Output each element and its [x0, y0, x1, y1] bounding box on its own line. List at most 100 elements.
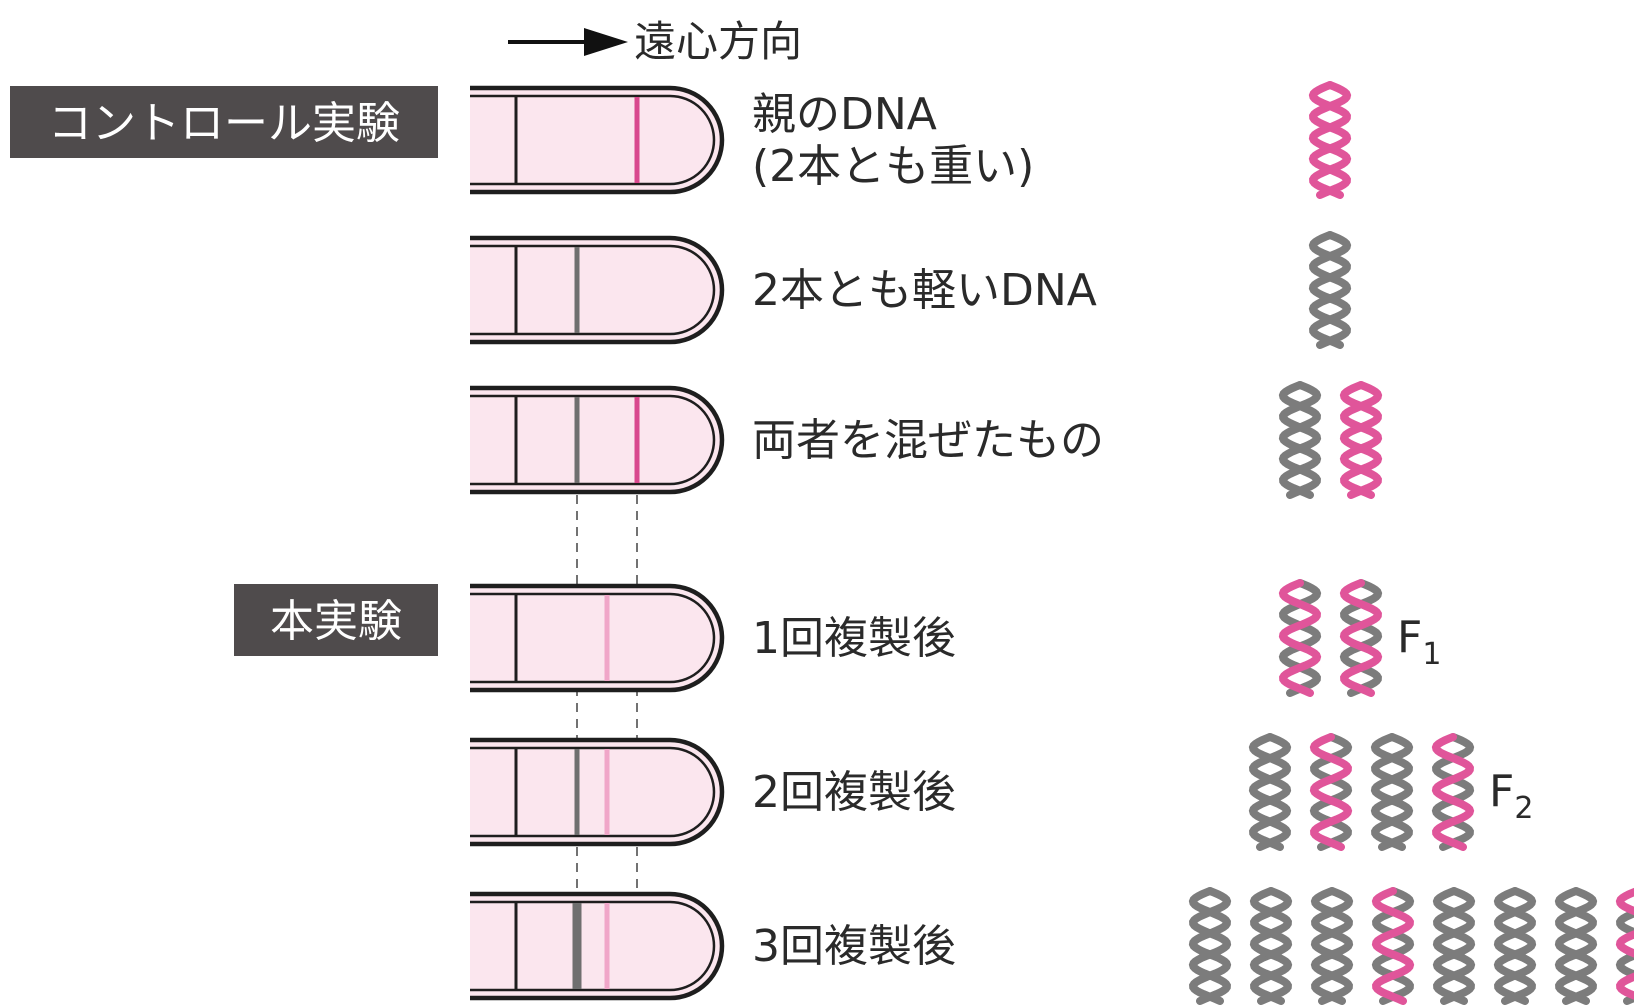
- dna-molecule-light: [1310, 887, 1354, 1005]
- dna-molecule-hybrid: [1278, 579, 1322, 697]
- dna-molecule-light: [1308, 231, 1352, 349]
- dna-molecules: [1308, 231, 1352, 349]
- dna-strand: [1188, 887, 1232, 1005]
- row-mixed: 両者を混ぜたもの: [470, 381, 1383, 499]
- dna-strand: [1339, 381, 1383, 499]
- generation-label: F2: [1489, 766, 1533, 826]
- tube-inner-wall: [470, 244, 716, 336]
- dna-strand: [1308, 81, 1352, 199]
- main-section-label: 本実験: [234, 584, 438, 656]
- dna-molecule-heavy: [1339, 381, 1383, 499]
- dna-strand: [1310, 887, 1354, 1005]
- tube-inner-wall: [470, 94, 716, 186]
- row-label-line: 両者を混ぜたもの: [752, 415, 1104, 466]
- dna-strand: [1308, 231, 1352, 349]
- dna-strand: [1309, 733, 1353, 851]
- row-gen1: 1回複製後 F1: [470, 579, 1441, 697]
- dna-molecule-light: [1432, 887, 1476, 1005]
- row-label-line: (2本とも重い): [752, 141, 1034, 192]
- tube-inner-wall: [470, 746, 716, 838]
- dna-molecules: [1278, 381, 1383, 499]
- dna-strand: [1370, 733, 1414, 851]
- dna-strand: [1278, 381, 1322, 499]
- dna-strand: [1249, 887, 1293, 1005]
- dna-molecule-hybrid: [1339, 579, 1383, 697]
- dna-strand: [1493, 887, 1537, 1005]
- dna-strand: [1310, 887, 1354, 1005]
- tube-fill: [470, 388, 722, 492]
- row-label-line: 2本とも軽いDNA: [752, 265, 1097, 316]
- tube-fill: [470, 88, 722, 192]
- dna-strand: [1371, 887, 1415, 1005]
- centrifuge-tube: [470, 235, 725, 345]
- dna-molecules: [1278, 579, 1383, 697]
- row-light: 2本とも軽いDNA: [470, 231, 1352, 349]
- dna-strand: [1278, 579, 1322, 697]
- main-label-text: 本実験: [270, 596, 402, 647]
- dna-molecule-hybrid: [1371, 887, 1415, 1005]
- dna-strand: [1278, 579, 1322, 697]
- row-label-line: 1回複製後: [752, 613, 956, 664]
- dna-molecules: [1308, 81, 1352, 199]
- tube-fill: [470, 740, 722, 844]
- centrifuge-tube: [470, 583, 725, 693]
- dna-strand: [1339, 579, 1383, 697]
- rows: 親のDNA(2本とも重い) 2本とも軽いDNA 両者を混ぜたもの 1回複製後 F1 2回複…: [470, 81, 1634, 1005]
- dna-strand: [1615, 887, 1634, 1000]
- control-label-text: コントロール実験: [48, 98, 400, 149]
- centrifuge-tube: [470, 385, 725, 495]
- direction-arrow: 遠心方向: [508, 17, 802, 66]
- tube-fill: [470, 894, 722, 998]
- dna-molecule-hybrid: [1309, 733, 1353, 851]
- dna-strand: [1249, 887, 1293, 1005]
- tube-inner-wall: [470, 592, 716, 684]
- dna-strand: [1188, 887, 1232, 1005]
- control-label-box: [10, 86, 438, 158]
- arrow-head: [584, 28, 628, 56]
- dna-molecule-hybrid: [1615, 887, 1634, 1005]
- row-label-line: 2回複製後: [752, 767, 956, 818]
- dna-molecule-light: [1249, 887, 1293, 1005]
- tube-outline: [470, 385, 725, 495]
- dna-molecules: [1248, 733, 1475, 851]
- dna-molecule-light: [1554, 887, 1598, 1005]
- tube-inner-wall: [470, 900, 716, 992]
- row-gen3: 3回複製後F3: [470, 887, 1634, 1005]
- row-parent: 親のDNA(2本とも重い): [470, 81, 1352, 199]
- dna-strand: [1248, 733, 1292, 851]
- dna-molecule-light: [1278, 381, 1322, 499]
- control-section-label: コントロール実験: [10, 86, 438, 158]
- dna-molecule-heavy: [1308, 81, 1352, 199]
- centrifuge-tube: [470, 85, 725, 195]
- dna-strand: [1432, 887, 1476, 1005]
- tube-outline: [470, 583, 725, 693]
- dna-molecule-light: [1370, 733, 1414, 851]
- dna-strand: [1431, 733, 1475, 851]
- dna-strand: [1308, 231, 1352, 349]
- row-label-line: 親のDNA: [752, 89, 937, 140]
- dna-molecule-light: [1248, 733, 1292, 851]
- tube-outline: [470, 891, 725, 1001]
- dna-strand: [1493, 887, 1537, 1005]
- direction-label: 遠心方向: [634, 17, 802, 66]
- tube-fill: [470, 238, 722, 342]
- row-label-line: 3回複製後: [752, 921, 956, 972]
- tube-fill: [470, 586, 722, 690]
- tube-outline: [470, 737, 725, 847]
- dna-strand: [1371, 887, 1415, 1005]
- dna-strand: [1432, 887, 1476, 1005]
- dna-strand: [1309, 733, 1353, 851]
- dna-strand: [1554, 887, 1598, 1005]
- generation-label: F1: [1397, 612, 1441, 672]
- centrifuge-tube: [470, 737, 725, 847]
- dna-strand: [1339, 381, 1383, 499]
- dna-molecule-light: [1188, 887, 1232, 1005]
- centrifuge-tube: [470, 891, 725, 1001]
- dna-strand: [1431, 733, 1475, 851]
- dna-strand: [1278, 381, 1322, 499]
- row-gen2: 2回複製後 F2: [470, 733, 1533, 851]
- tube-outline: [470, 85, 725, 195]
- dna-strand: [1248, 733, 1292, 851]
- main-label-box: [234, 584, 438, 656]
